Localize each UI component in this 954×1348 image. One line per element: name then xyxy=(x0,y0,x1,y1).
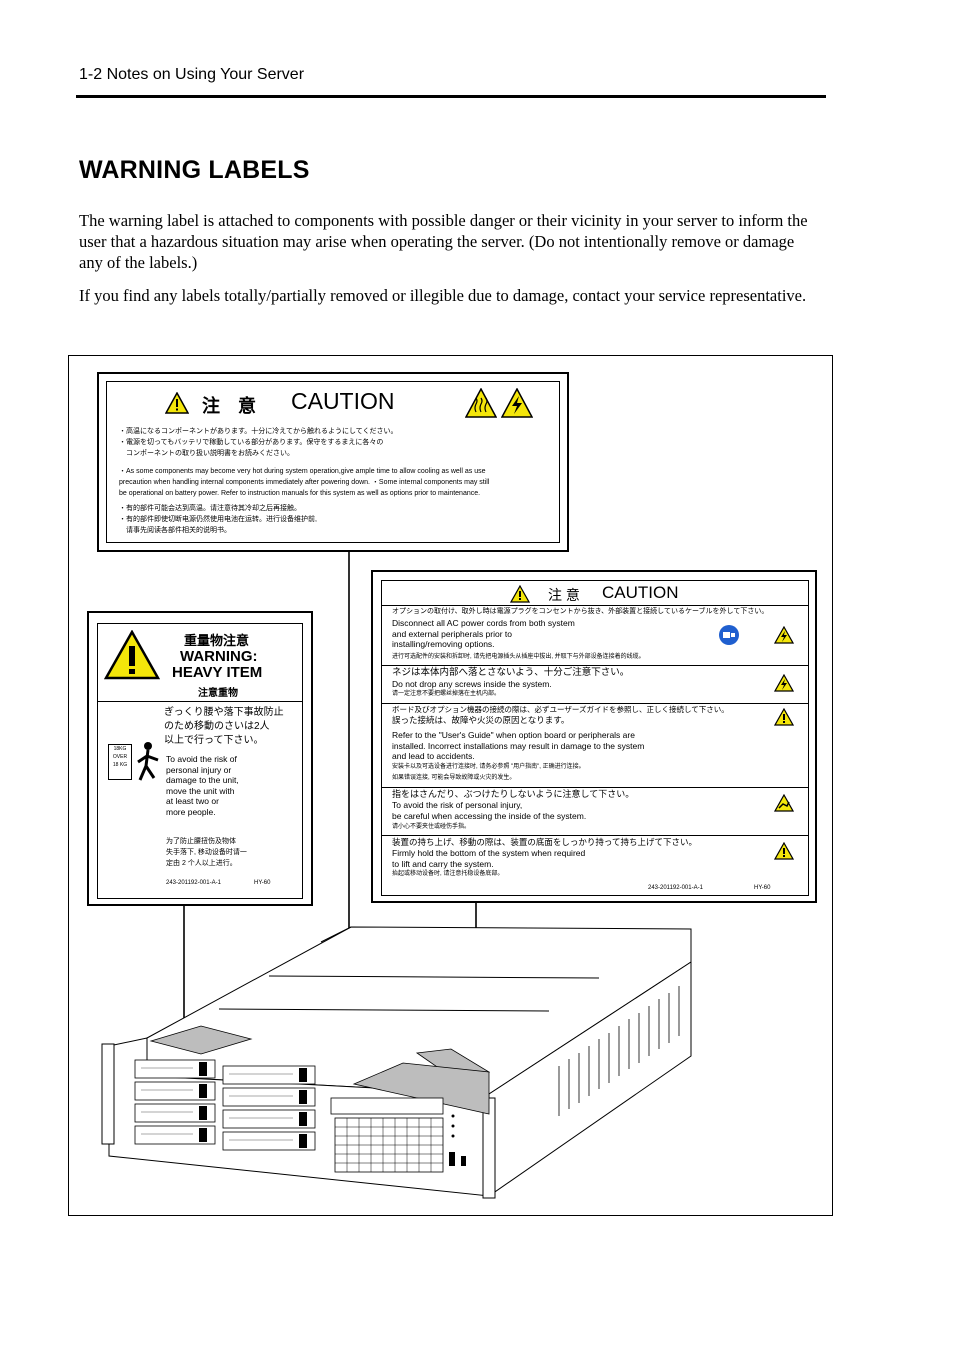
warning-triangle-icon xyxy=(510,585,530,603)
caution-label-right: 注 意 CAUTION オプションの取付け、取外し時は電源プラグをコンセントから… xyxy=(371,570,817,903)
caution-jp-line: ・高温になるコンポーネントがあります。十分に冷えてから触れるようにしてください。 xyxy=(119,428,398,435)
right-part-number: 243-201192-001-A-1 xyxy=(648,885,703,891)
heavy-part-number: 243-201192-001-A-1 xyxy=(166,880,221,886)
running-header: 1-2 Notes on Using Your Server xyxy=(79,66,305,83)
heavy-cn-line: 定由 2 个人以上进行。 xyxy=(166,860,237,867)
warning-labels-figure: 注 意 CAUTION ・高温になるコンポーネントがあります。十分に冷えてから触… xyxy=(68,355,833,1216)
electric-shock-icon xyxy=(501,388,533,418)
header-rule xyxy=(76,95,826,98)
caution-right-title-jp: 注 意 xyxy=(548,587,580,603)
heavy-cn-line: 为了防止腰扭伤及物体 xyxy=(166,838,236,845)
caution-en-line: be operational on battery power. Refer t… xyxy=(119,490,481,497)
heavy-warning-text: WARNING: xyxy=(180,648,258,665)
caution-cn-line: ・有的部件即使切断电源仍然使用电池在运转。进行设备维护前, xyxy=(119,516,317,523)
weight-badge: 18KG OVER 18 KG xyxy=(108,744,132,780)
contact-paragraph: If you find any labels totally/partially… xyxy=(79,286,807,305)
heavy-en-line: at least two or xyxy=(166,796,219,806)
right-model: HY-60 xyxy=(754,885,771,891)
caution-row: 装置の持ち上げ、移動の際は、装置の底面をしっかり持って持ち上げて下さい。 Fir… xyxy=(382,835,808,882)
heavy-jp-line: ぎっくり腰や落下事故防止 xyxy=(164,707,284,718)
heavy-en-line: more people. xyxy=(166,806,216,817)
caution-row: ボード及びオプション機器の接続の際は、必ずユーザーズガイドを参照し、正しく接続し… xyxy=(382,703,808,788)
caution-row: オプションの取付け、取外し時は電源プラグをコンセントから抜き、外部装置と接続して… xyxy=(382,605,808,666)
server-illustration xyxy=(101,552,692,1199)
electric-shock-icon xyxy=(774,674,794,692)
caution-right-title-en: CAUTION xyxy=(602,583,679,602)
heavy-en-line: move the unit with xyxy=(166,785,235,796)
heavy-title-jp: 重量物注意 xyxy=(184,633,250,648)
heavy-en-line: personal injury or xyxy=(166,764,232,775)
heavy-en-line: To avoid the risk of xyxy=(166,754,237,764)
caution-en-line: ・As some components may become very hot … xyxy=(119,468,486,475)
heavy-jp-line: のため移動のさいは2人 xyxy=(164,721,270,732)
warning-triangle-icon xyxy=(104,630,160,680)
caution-jp-line: ・電源を切ってもバッテリで稼動している部分があります。保守をするまえに各々の xyxy=(119,439,384,446)
caution-title-en: CAUTION xyxy=(291,388,395,414)
caution-label-top: 注 意 CAUTION ・高温になるコンポーネントがあります。十分に冷えてから触… xyxy=(97,372,569,552)
caution-jp-line: コンポーネントの取り扱い説明書をお読みください。 xyxy=(119,450,294,457)
caution-row: ネジは本体内部へ落とさないよう、十分ご注意下さい。 Do not drop an… xyxy=(382,665,808,704)
pinch-hand-icon xyxy=(774,794,794,812)
heavy-jp-line: 以上で行って下さい。 xyxy=(164,735,264,746)
warning-triangle-icon xyxy=(165,392,189,414)
heavy-title-cn: 注意重物 xyxy=(198,688,238,699)
hot-surface-icon xyxy=(465,388,497,418)
warning-triangle-icon xyxy=(774,842,794,860)
electric-shock-icon xyxy=(774,626,794,644)
caution-row: 指をはさんだり、ぶつけたりしないように注意して下さい。 To avoid the… xyxy=(382,787,808,836)
heavy-item-text: HEAVY ITEM xyxy=(172,664,263,681)
caution-cn-line: ・有的部件可能会达到高温。请注意待其冷却之后再接触。 xyxy=(119,505,301,512)
heavy-item-label: 重量物注意 WARNING: HEAVY ITEM 注意重物 ぎっくり腰や落下事… xyxy=(87,611,313,906)
warning-triangle-icon xyxy=(774,708,794,726)
unplug-icon xyxy=(719,625,739,645)
caution-en-line: precaution when handling internal compon… xyxy=(119,479,490,486)
lifting-person-icon xyxy=(137,742,159,781)
heavy-model: HY-60 xyxy=(254,880,271,886)
caution-cn-line: 请事先阅读各部件相关的说明书。 xyxy=(119,527,231,534)
heavy-cn-line: 失手落下, 移动设备时请一 xyxy=(166,849,247,856)
intro-paragraph: The warning label is attached to compone… xyxy=(79,211,808,272)
caution-title-jp: 注 意 xyxy=(202,396,256,416)
section-title: WARNING LABELS xyxy=(79,156,310,184)
heavy-en-line: damage to the unit, xyxy=(166,775,239,785)
